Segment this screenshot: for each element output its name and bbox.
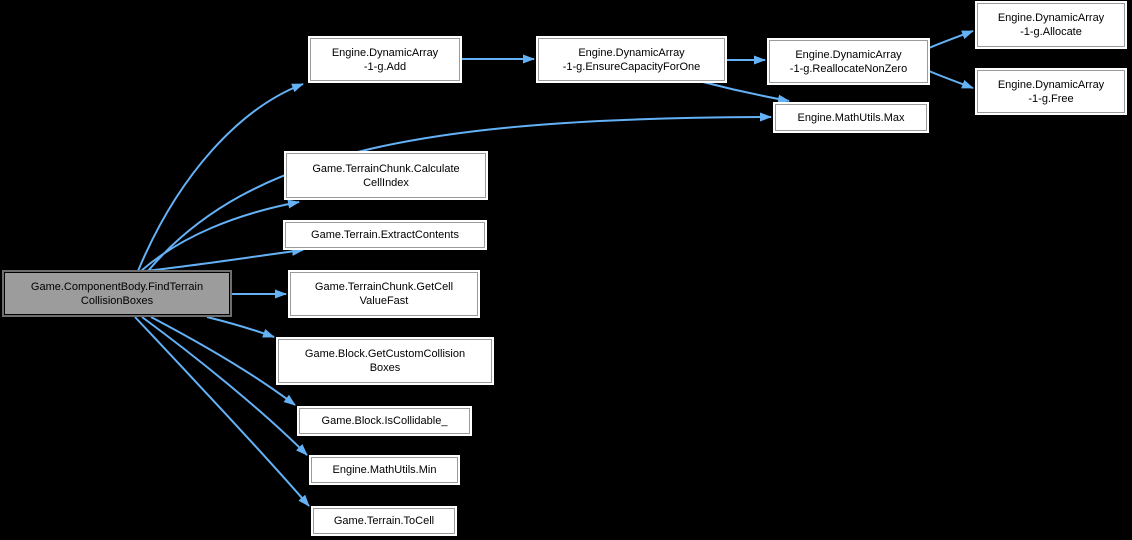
node-dynamicarray-add[interactable]: Engine.DynamicArray-1-g.Add (308, 36, 462, 83)
edge-dynamicarray-ensure-capacity-for-one-to-mathutils-max (702, 81, 790, 104)
node-mathutils-max[interactable]: Engine.MathUtils.Max (773, 102, 929, 133)
node-mathutils-min[interactable]: Engine.MathUtils.Min (309, 455, 460, 485)
node-dynamicarray-ensure-capacity-for-one[interactable]: Engine.DynamicArray-1-g.EnsureCapacityFo… (536, 36, 727, 83)
node-label-line: Engine.DynamicArray (997, 78, 1105, 91)
node-label-line: Boxes (369, 362, 401, 374)
node-label-line: Game.Block.GetCustomCollision (304, 348, 466, 360)
node-label-line: Game.Terrain.ExtractContents (311, 229, 459, 241)
node-label-line: Game.ComponentBody.FindTerrain (30, 280, 204, 293)
node-block-is-collidable[interactable]: Game.Block.IsCollidable_ (297, 406, 472, 436)
node-terrain-extract-contents[interactable]: Game.Terrain.ExtractContents (283, 220, 487, 250)
edge-find-terrain-collision-boxes-to-terrainchunk-calculate-cell-index (140, 199, 300, 272)
node-label-line: Engine.MathUtils.Min (332, 464, 437, 476)
edge-find-terrain-collision-boxes-to-block-get-custom-collision-boxes (206, 316, 275, 338)
node-label-line: -1-g.EnsureCapacityForOne (562, 60, 701, 73)
node-dynamicarray-allocate[interactable]: Engine.DynamicArray -1-g.Allocate (975, 1, 1127, 49)
node-label-line: Game.Terrain.ToCell (333, 515, 435, 527)
node-dynamicarray-free[interactable]: Engine.DynamicArray-1-g.Free (975, 68, 1127, 115)
edge-dynamicarray-reallocate-non-zero-to-dynamicarray-allocate (928, 30, 974, 49)
node-label-line: -1-g.ReallocateNonZero (789, 62, 908, 75)
node-label-line: -1-g.Allocate (1020, 26, 1082, 38)
node-label-line: -1-g.Add (363, 60, 407, 73)
node-label-line: CollisionBoxes (80, 294, 154, 307)
node-dynamicarray-reallocate-non-zero[interactable]: Engine.DynamicArray-1-g.ReallocateNonZer… (767, 38, 930, 85)
edge-find-terrain-collision-boxes-to-terrain-extract-contents (144, 246, 304, 272)
edge-dynamicarray-reallocate-non-zero-to-dynamicarray-free (928, 70, 974, 89)
node-label-line: Game.TerrainChunk.GetCell (314, 281, 454, 293)
node-label-line: CellIndex (363, 176, 409, 189)
edge-find-terrain-collision-boxes-to-mathutils-min (141, 316, 308, 456)
edge-find-terrain-collision-boxes-to-block-is-collidable (150, 316, 296, 406)
node-label-line: Game.Block.IsCollidable_ (321, 415, 448, 427)
edge-find-terrain-collision-boxes-to-mathutils-max (147, 112, 772, 272)
node-label-line: Engine.MathUtils.Max (797, 111, 905, 124)
edge-find-terrain-collision-boxes-to-dynamicarray-add (137, 83, 304, 272)
edge-find-terrain-collision-boxes-to-terrain-to-cell (134, 316, 310, 507)
node-label-line: Engine.DynamicArray (997, 12, 1105, 24)
node-label-line: -1-g.Free (1028, 92, 1074, 105)
node-label-line: ValueFast (359, 295, 409, 307)
node-label-line: Engine.DynamicArray (331, 46, 439, 59)
node-label-line: Engine.DynamicArray (578, 46, 685, 59)
node-label-line: Game.TerrainChunk.Calculate (312, 162, 460, 175)
node-terrain-to-cell[interactable]: Game.Terrain.ToCell (311, 506, 457, 536)
node-label-line: Engine.DynamicArray (795, 48, 902, 61)
